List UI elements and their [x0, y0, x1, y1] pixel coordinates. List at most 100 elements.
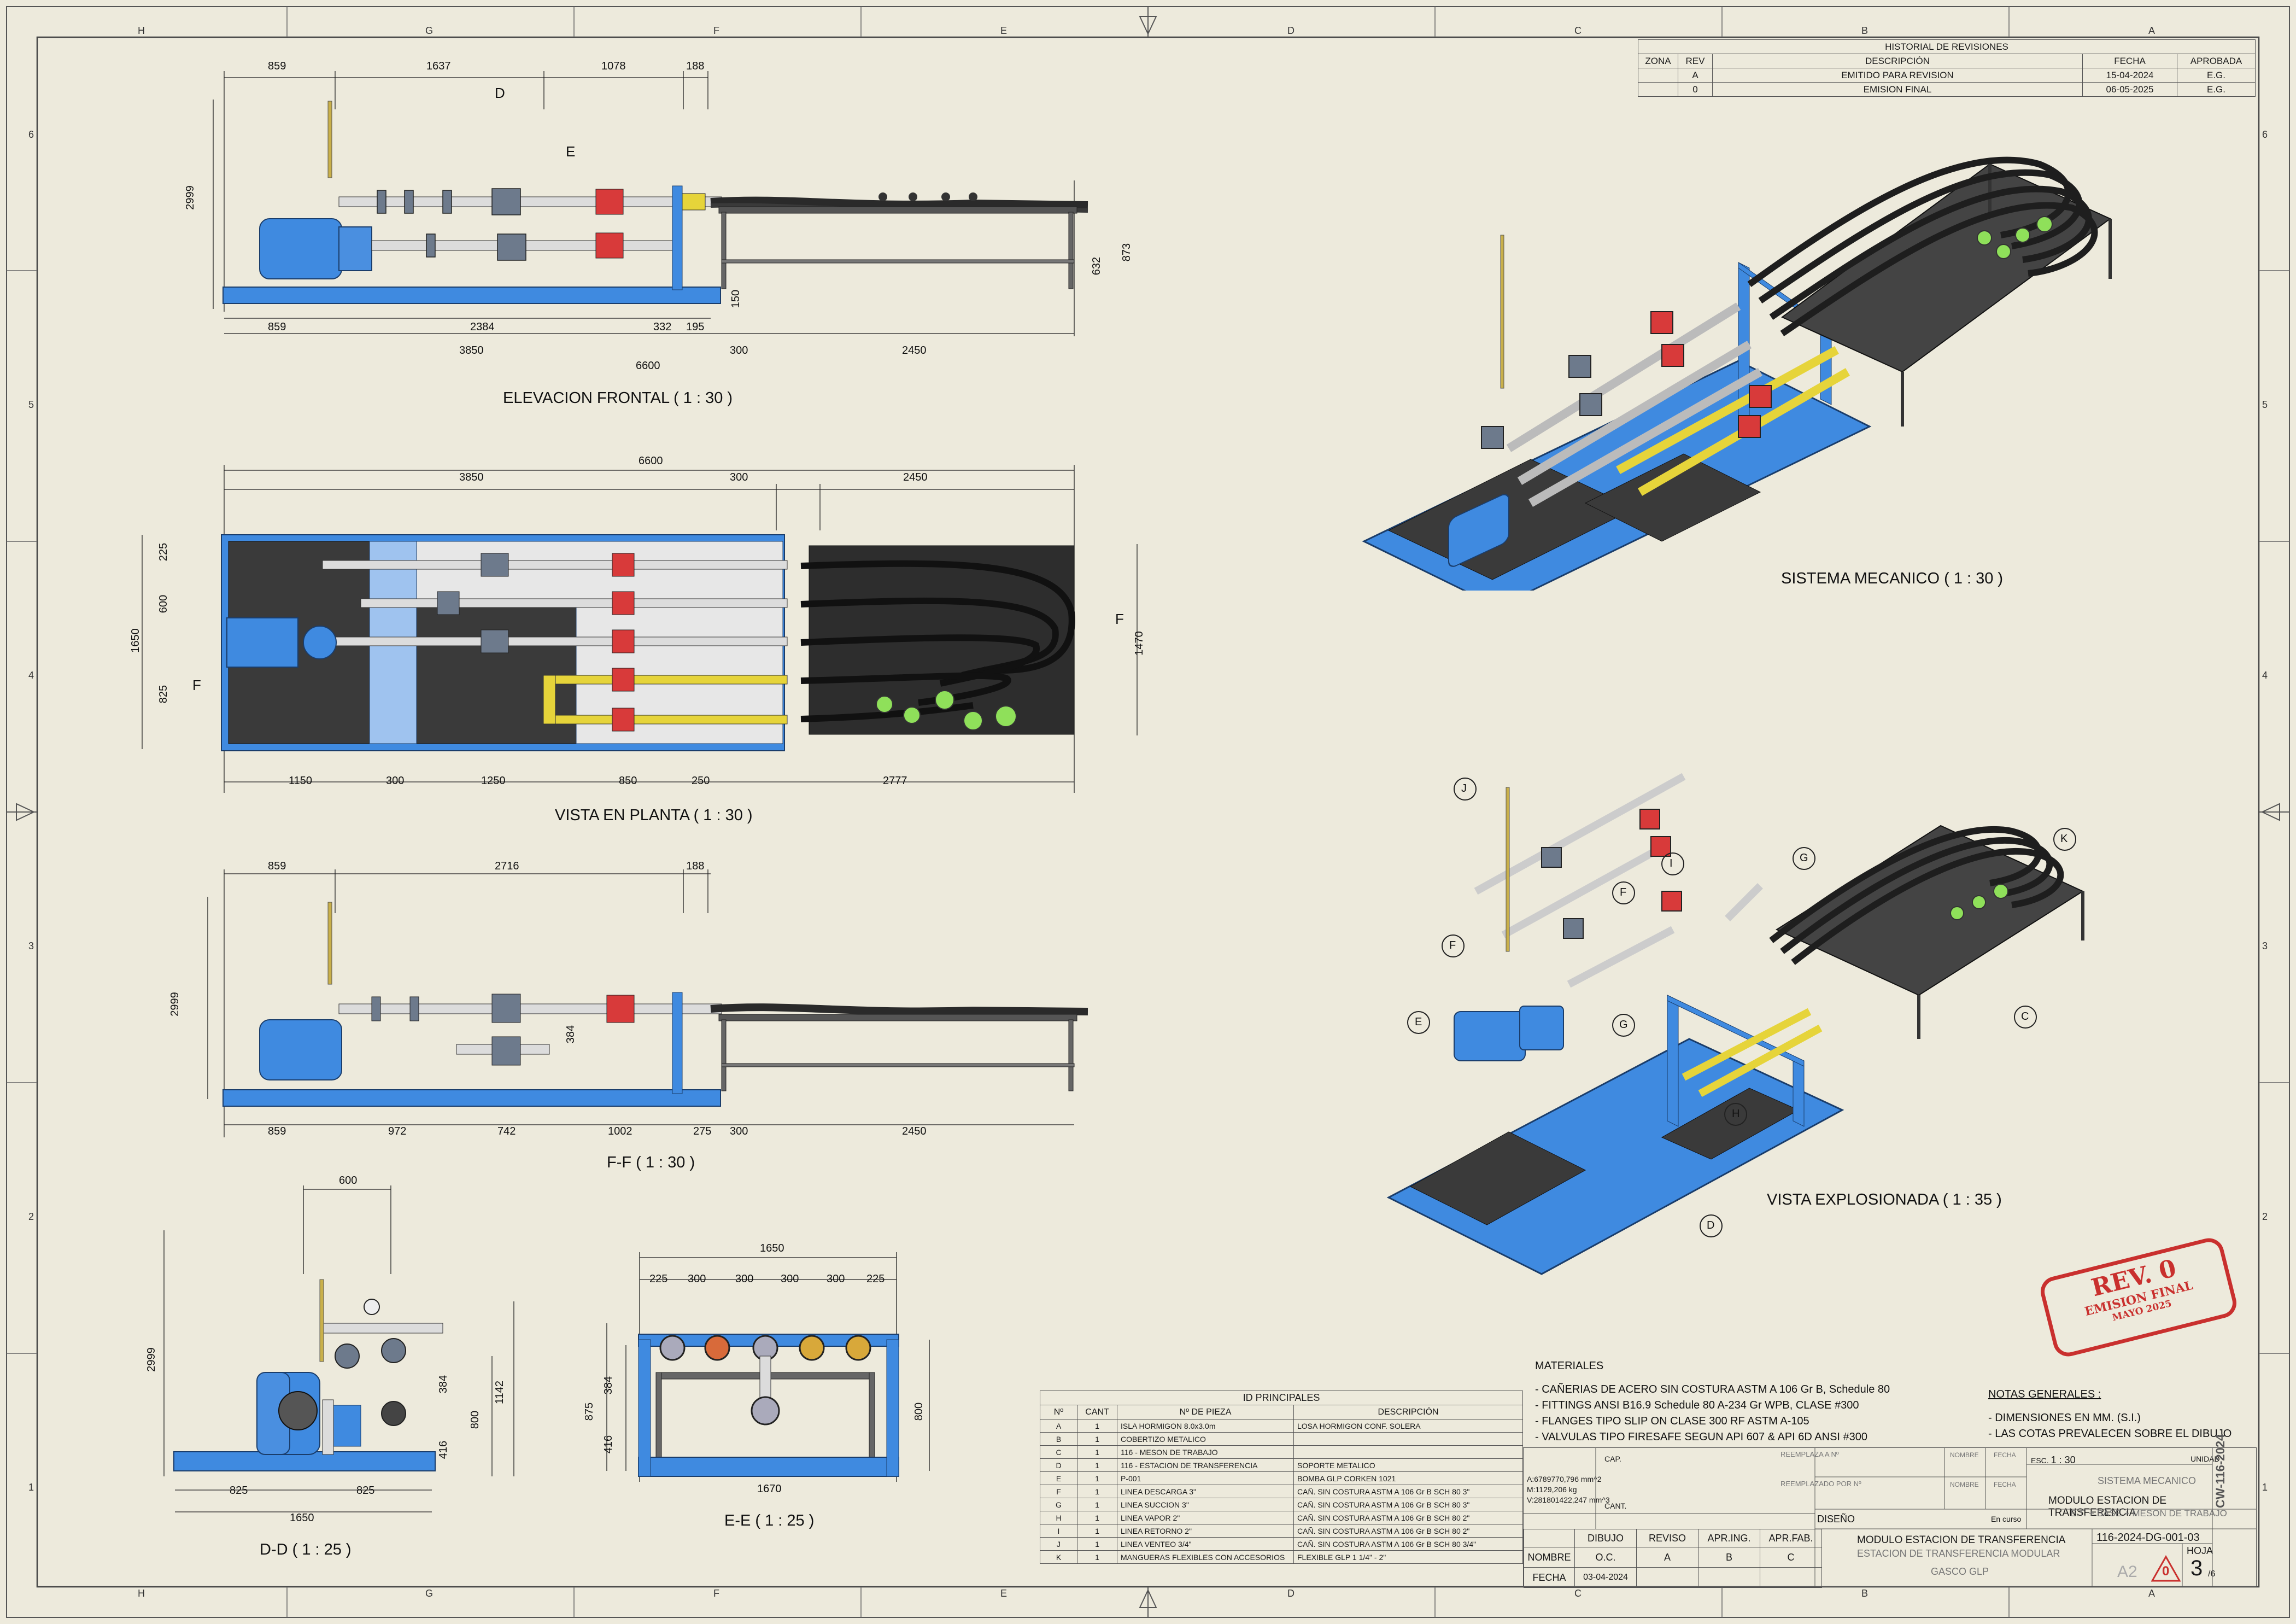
zone-label: 2 — [2262, 1211, 2268, 1222]
id-cell: D — [1040, 1458, 1077, 1472]
rev-header-rev: REV — [1678, 54, 1713, 68]
dim-label: 150 — [730, 289, 742, 308]
rev-header-zona: ZONA — [1638, 54, 1678, 68]
id-header: CANT — [1077, 1405, 1117, 1419]
title-block-grid — [1524, 1448, 2256, 1586]
callout-label: F — [1449, 939, 1456, 951]
rev-cell: 0 — [1678, 82, 1713, 97]
rev-cell: 06-05-2025 — [2082, 82, 2177, 97]
apr-fab-label: APR.FAB. — [1760, 1529, 1822, 1547]
callout-label: K — [2060, 833, 2068, 845]
rev-cell: 15-04-2024 — [2082, 68, 2177, 83]
dim-label: 1670 — [757, 1483, 782, 1495]
callout-label: E — [1415, 1016, 1422, 1028]
callout-label: C — [2021, 1010, 2029, 1023]
dim-label: 1250 — [481, 775, 506, 787]
view-title-elevacion-frontal: ELEVACION FRONTAL ( 1 : 30 ) — [503, 389, 733, 407]
zone-label: 6 — [2262, 129, 2268, 140]
dim-label: 600 — [157, 594, 170, 614]
dim-label: 188 — [686, 860, 705, 872]
sistema-label: SISTEMA MECANICO — [2098, 1475, 2197, 1486]
id-cell: CAÑ. SIN COSTURA ASTM A 106 Gr B SCH 80 … — [1293, 1498, 1523, 1511]
dim-label: 2999 — [145, 1347, 157, 1372]
proyecto-line-1: MODULO ESTACION DE TRANSFERENCIA — [1857, 1534, 2066, 1546]
dim-label: 632 — [1091, 256, 1103, 276]
dim-label: 300 — [730, 1125, 748, 1137]
id-cell: G — [1040, 1498, 1077, 1511]
dim-label: 825 — [356, 1485, 375, 1497]
zone-label: C — [1574, 1588, 1582, 1599]
dim-label: 2777 — [883, 775, 907, 787]
seccion-ee-drawing — [606, 1252, 930, 1482]
id-cell: BOMBA GLP CORKEN 1021 — [1293, 1471, 1523, 1485]
view-title-dd: D-D ( 1 : 25 ) — [260, 1541, 352, 1558]
zone-label: D — [1287, 25, 1295, 36]
nombre-row-label: NOMBRE — [1524, 1547, 1575, 1568]
id-cell: CAÑ. SIN COSTURA ASTM A 106 Gr B SCH 80 … — [1293, 1511, 1523, 1524]
dim-label: 600 — [339, 1175, 358, 1187]
zone-label: A — [2148, 25, 2156, 36]
zone-label: 3 — [2262, 940, 2268, 951]
dim-label: 2999 — [184, 185, 196, 210]
hoja-value: 3 — [2190, 1556, 2203, 1580]
rev-cell: E.G. — [2177, 82, 2256, 97]
id-cell: P-001 — [1117, 1471, 1294, 1485]
en-curso-label: En curso — [1991, 1515, 2022, 1523]
dim-label: 972 — [388, 1125, 407, 1137]
dim-label: 800 — [469, 1410, 482, 1429]
section-mark-f: F — [1115, 611, 1124, 627]
modulo-label: MODULO ESTACION DE TRANSFERENCIA — [2048, 1495, 2167, 1518]
dim-label: 2384 — [470, 321, 495, 333]
prop-volume: V:281801422,247 mm^3 — [1527, 1495, 1610, 1504]
dim-label: 859 — [268, 1125, 286, 1137]
dim-label: 825 — [230, 1485, 248, 1497]
id-cell: LINEA VAPOR 2" — [1117, 1511, 1294, 1524]
dim-label: 384 — [565, 1025, 577, 1044]
callout-label: I — [1670, 857, 1673, 869]
id-cell: LINEA SUCCION 3" — [1117, 1498, 1294, 1511]
zone-label: 6 — [28, 129, 34, 140]
id-cell: CAÑ. SIN COSTURA ASTM A 106 Gr B SCH 80 … — [1293, 1524, 1523, 1538]
dim-label: 416 — [437, 1440, 450, 1459]
dim-label: 2450 — [902, 1125, 927, 1137]
zone-label: H — [138, 1588, 145, 1599]
rev-cell — [1638, 68, 1678, 83]
zone-label: 5 — [28, 399, 34, 410]
reviso-label: REVISO — [1636, 1529, 1698, 1547]
revision-history-table: HISTORIAL DE REVISIONES ZONA REV DESCRIP… — [1638, 39, 2256, 97]
view-title-ee: E-E ( 1 : 25 ) — [724, 1512, 815, 1529]
subtitulo-label: E.T. + BASE + MESON DE TRABAJO — [2070, 1508, 2227, 1518]
mass-properties: A:6789770,796 mm^2 M:1129,206 kg V:28180… — [1527, 1474, 1610, 1505]
dim-label: 225 — [866, 1273, 885, 1285]
zone-label: B — [1861, 25, 1869, 36]
rev-cell: EMITIDO PARA REVISION — [1712, 68, 2083, 83]
dim-label: 859 — [268, 60, 286, 72]
id-cell: 1 — [1077, 1550, 1117, 1564]
fecha-row-label: FECHA — [1524, 1567, 1575, 1588]
callout-label: G — [1800, 852, 1808, 864]
dim-label: 2450 — [902, 344, 927, 357]
table-row: 0 EMISION FINAL 06-05-2025 E.G. — [1638, 82, 2256, 97]
approvals-table: DIBUJO REVISO APR.ING. APR.FAB. NOMBRE O… — [1524, 1529, 1822, 1588]
nombre-value: O.C. — [1574, 1547, 1637, 1568]
dim-label: 300 — [781, 1273, 799, 1285]
callout-label: H — [1732, 1108, 1740, 1120]
esc-label: ESC. — [2031, 1456, 2049, 1465]
dim-label: 800 — [913, 1402, 926, 1421]
elevacion-frontal-drawing — [213, 71, 1088, 336]
id-cell: 1 — [1077, 1537, 1117, 1551]
id-cell: LINEA RETORNO 2" — [1117, 1524, 1294, 1538]
material-item: - FITTINGS ANSI B16.9 Schedule 80 A-234 … — [1535, 1399, 1859, 1411]
id-cell: 1 — [1077, 1445, 1117, 1459]
materiales-title: MATERIALES — [1535, 1360, 1604, 1372]
dim-label: 2999 — [168, 992, 181, 1017]
id-header: DESCRIPCIÓN — [1293, 1405, 1523, 1419]
rev-cell — [1638, 82, 1678, 97]
material-item: - CAÑERIAS DE ACERO SIN COSTURA ASTM A 1… — [1535, 1383, 1890, 1395]
id-cell: LINEA DESCARGA 3" — [1117, 1485, 1294, 1498]
id-cell — [1293, 1445, 1523, 1459]
id-header: Nº — [1040, 1405, 1077, 1419]
material-item: - FLANGES TIPO SLIP ON CLASE 300 RF ASTM… — [1535, 1415, 1809, 1427]
zone-label: 1 — [2262, 1482, 2268, 1493]
